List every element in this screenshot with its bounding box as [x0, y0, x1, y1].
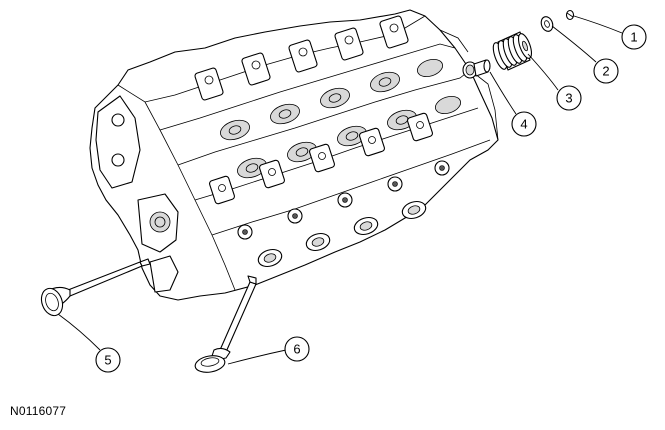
head-bolt-bosses: [237, 160, 450, 240]
valve-keepers-part: [565, 9, 575, 21]
cylinder-head: [89, 9, 499, 301]
head-front-end: [95, 95, 179, 293]
figure-id-label: N0116077: [10, 404, 67, 418]
valve-stem-seal-part: [462, 59, 491, 79]
cam-towers-top: [194, 15, 409, 101]
callout-3: 3: [556, 85, 582, 111]
svg-text:3: 3: [565, 91, 572, 106]
callout-6: 6: [284, 336, 310, 362]
callout-2: 2: [593, 58, 619, 84]
valve-spring-retainer-part: [540, 16, 554, 32]
svg-text:5: 5: [104, 353, 111, 368]
leader-line-5: [57, 313, 101, 351]
leader-line-2: [551, 25, 597, 63]
leader-line-3: [527, 53, 559, 91]
svg-text:1: 1: [630, 30, 637, 45]
svg-text:4: 4: [520, 117, 527, 132]
svg-text:2: 2: [602, 64, 609, 79]
leader-line-4: [489, 71, 517, 115]
callout-4: 4: [511, 111, 537, 137]
head-ports: [257, 200, 427, 268]
svg-text:6: 6: [293, 342, 300, 357]
valve-spring-part: [492, 31, 533, 71]
leader-line-6: [227, 349, 287, 365]
callout-5: 5: [95, 347, 121, 373]
valve-6-part: [194, 275, 257, 373]
leader-lines: [57, 15, 623, 365]
callout-1: 1: [621, 24, 647, 50]
valve-5-part: [40, 258, 151, 317]
cam-towers-lower: [209, 112, 433, 205]
leader-line-1: [573, 15, 623, 34]
